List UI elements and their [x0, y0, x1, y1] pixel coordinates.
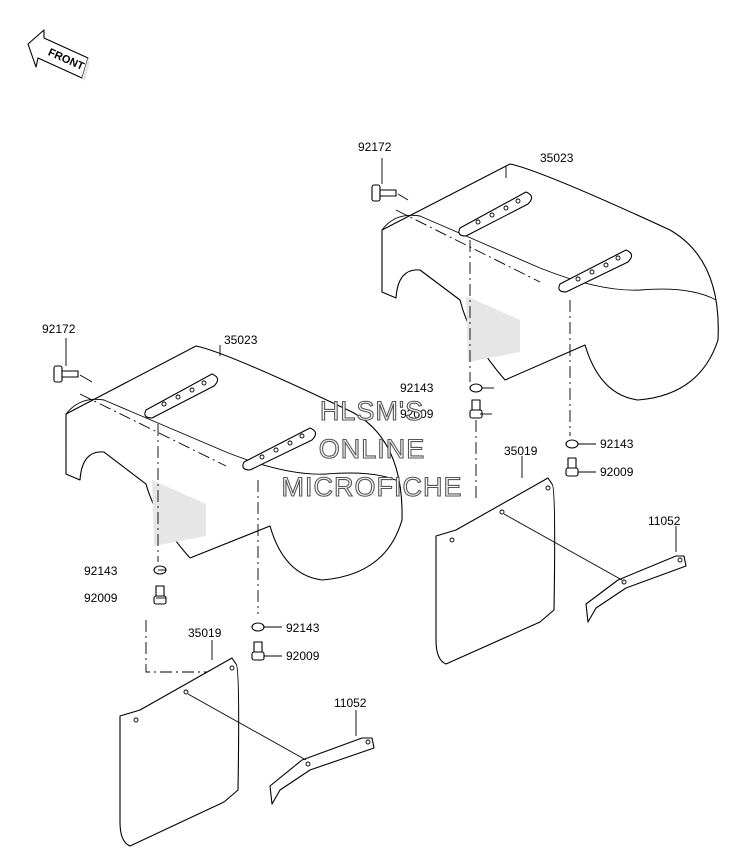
callout-11052-lower: 11052 [334, 696, 367, 710]
small-bolt-upper-1 [469, 399, 483, 419]
front-arrow-icon: FRONT [27, 29, 90, 81]
fender-assembly-upper [371, 163, 719, 665]
callout-92172-lower: 92172 [42, 322, 76, 336]
callout-92143-lower-2: 92143 [286, 621, 320, 635]
callout-92143-upper-1: 92143 [400, 381, 434, 395]
watermark-line-3: MICROFICHE [282, 472, 463, 502]
bracket-upper [585, 555, 687, 623]
callout-11052-upper: 11052 [648, 514, 681, 528]
fender-lower [65, 345, 403, 581]
bolt-upper [371, 184, 409, 202]
small-bolt-lower-2 [251, 641, 265, 661]
callout-92009-lower-1: 92009 [84, 591, 118, 605]
fender-assembly-lower [53, 345, 403, 847]
mount-plate-lower-b [242, 427, 317, 471]
watermark: HLSM'S ONLINE MICROFICHE [281, 395, 463, 502]
mount-plate-lower-a [144, 373, 219, 419]
washer-lower-2 [251, 622, 265, 632]
callout-35019-upper: 35019 [504, 444, 538, 458]
callout-92172-upper: 92172 [358, 140, 392, 154]
callout-35023-lower: 35023 [224, 333, 258, 347]
callout-35023-upper: 35023 [540, 151, 574, 165]
watermark-line-2: ONLINE [319, 434, 426, 464]
callout-35019-lower: 35019 [188, 626, 222, 640]
callout-92143-lower-1: 92143 [84, 564, 118, 578]
bolt-lower [53, 365, 93, 383]
mount-plate-upper-a [458, 191, 533, 237]
small-bolt-upper-2 [565, 457, 579, 477]
watermark-line-1: HLSM'S [320, 396, 424, 426]
mud-flap-lower [119, 657, 240, 847]
callout-92009-upper-2: 92009 [600, 465, 634, 479]
mud-flap-upper [435, 477, 556, 665]
callout-92143-upper-2: 92143 [600, 437, 634, 451]
small-bolt-lower-1 [153, 585, 167, 605]
fender-upper [381, 163, 719, 401]
callout-92009-lower-2: 92009 [286, 649, 320, 663]
callout-92009-upper-1: 92009 [400, 407, 434, 421]
washer-upper-2 [565, 439, 579, 449]
bracket-lower [269, 737, 375, 805]
mount-plate-upper-b [558, 249, 633, 293]
washer-upper-1 [469, 383, 483, 393]
